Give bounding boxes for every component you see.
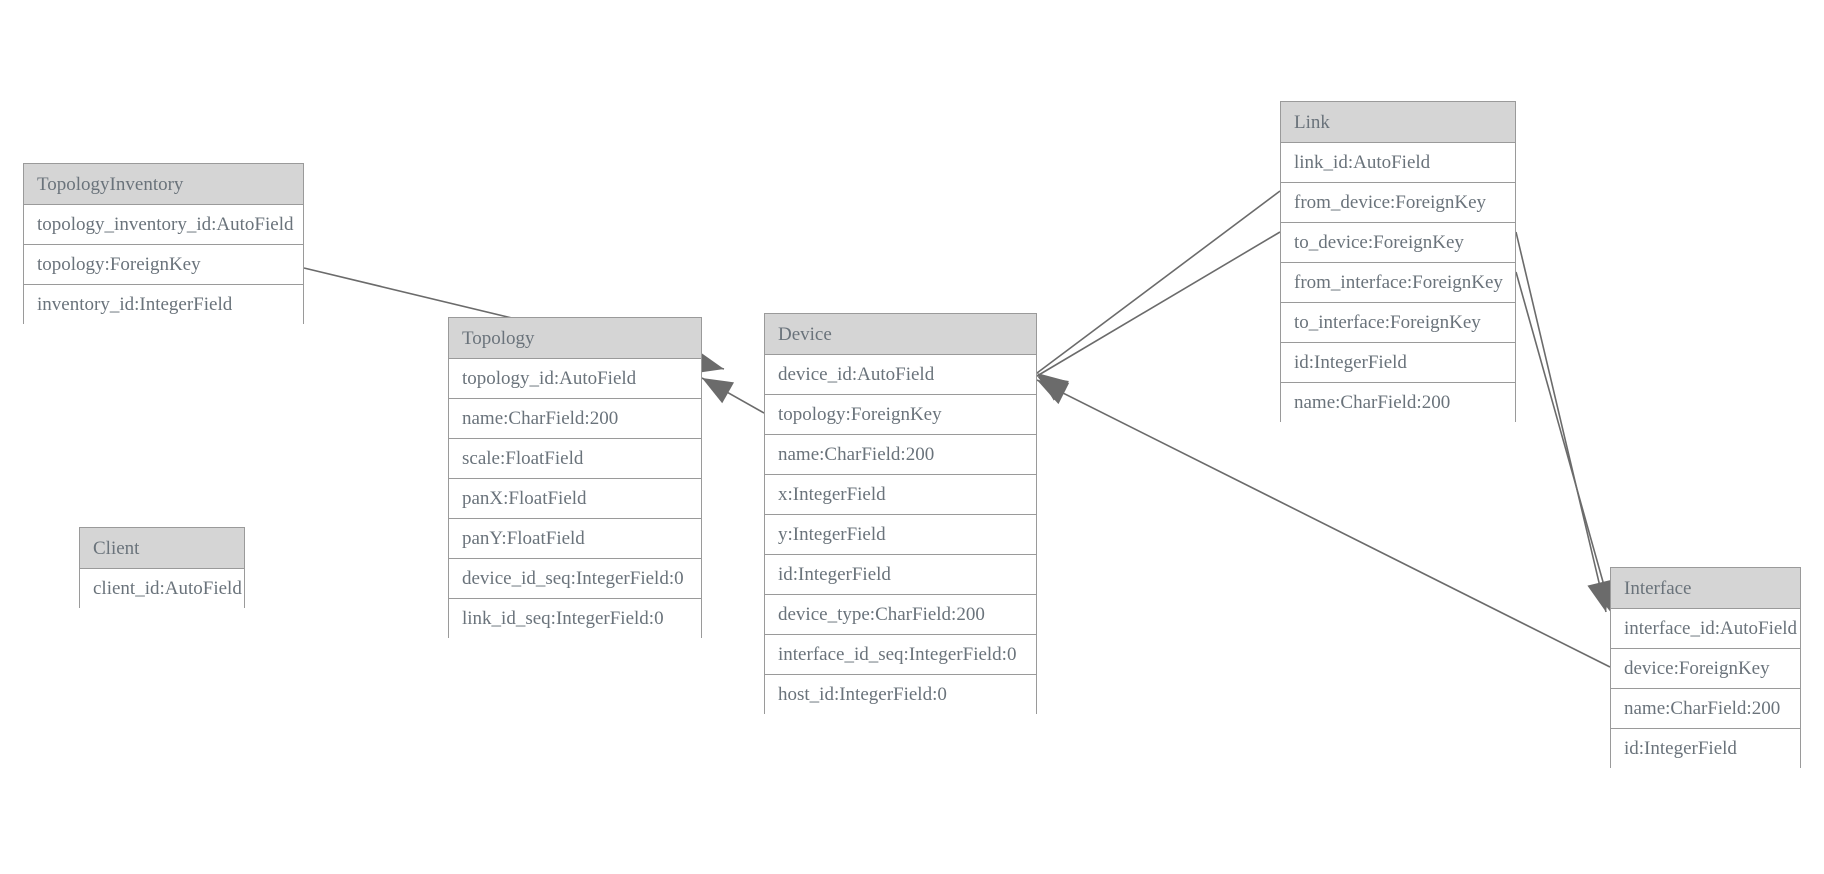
entity-field-row: panY:FloatField (449, 519, 701, 559)
entity-field-row: y:IntegerField (765, 515, 1036, 555)
entity-field-row: name:CharField:200 (1611, 689, 1800, 729)
relation-line (1515, 231, 1607, 613)
entity-field-row: from_device:ForeignKey (1281, 183, 1515, 223)
entity-field-row: device:ForeignKey (1611, 649, 1800, 689)
relation-line (701, 377, 765, 414)
entity-title-device: Device (765, 314, 1036, 355)
entity-field-row: host_id:IntegerField:0 (765, 675, 1036, 715)
entity-field-row: panX:FloatField (449, 479, 701, 519)
entity-field-row: name:CharField:200 (765, 435, 1036, 475)
entity-field-row: from_interface:ForeignKey (1281, 263, 1515, 303)
entity-field-row: inventory_id:IntegerField (24, 285, 303, 325)
relation-arrowhead (1037, 380, 1070, 405)
entity-title-link: Link (1281, 102, 1515, 143)
entity-field-row: topology_inventory_id:AutoField (24, 205, 303, 245)
entity-field-row: to_device:ForeignKey (1281, 223, 1515, 263)
entity-field-row: scale:FloatField (449, 439, 701, 479)
entity-field-row: id:IntegerField (765, 555, 1036, 595)
entity-title-interface: Interface (1611, 568, 1800, 609)
entity-field-row: x:IntegerField (765, 475, 1036, 515)
relation-line (1036, 190, 1281, 374)
entity-field-row: device_id:AutoField (765, 355, 1036, 395)
entity-title-topology: Topology (449, 318, 701, 359)
entity-field-row: id:IntegerField (1281, 343, 1515, 383)
entity-field-row: to_interface:ForeignKey (1281, 303, 1515, 343)
entity-field-row: name:CharField:200 (1281, 383, 1515, 423)
relation-device-topology (701, 377, 765, 414)
entity-field-row: device_id_seq:IntegerField:0 (449, 559, 701, 599)
entity-field-row: link_id_seq:IntegerField:0 (449, 599, 701, 639)
relation-line (1515, 271, 1613, 615)
relation-link-tointerface-interface (1515, 271, 1616, 615)
entity-field-row: link_id:AutoField (1281, 143, 1515, 183)
entity-title-client: Client (80, 528, 244, 569)
entity-field-row: id:IntegerField (1611, 729, 1800, 769)
entity-field-row: device_type:CharField:200 (765, 595, 1036, 635)
relation-link-fromdevice-device (1036, 190, 1281, 401)
entity-field-row: interface_id:AutoField (1611, 609, 1800, 649)
entity-field-row: name:CharField:200 (449, 399, 701, 439)
entity-field-row: topology:ForeignKey (24, 245, 303, 285)
relation-line (1036, 231, 1281, 377)
entity-field-row: topology_id:AutoField (449, 359, 701, 399)
entity-field-row: client_id:AutoField (80, 569, 244, 609)
relation-link-todevice-device (1036, 231, 1281, 402)
relation-link-frominterface-interface (1515, 231, 1611, 613)
entity-title-topology_inventory: TopologyInventory (24, 164, 303, 205)
relation-line (1036, 379, 1611, 668)
entity-field-row: interface_id_seq:IntegerField:0 (765, 635, 1036, 675)
entity-field-row: topology:ForeignKey (765, 395, 1036, 435)
